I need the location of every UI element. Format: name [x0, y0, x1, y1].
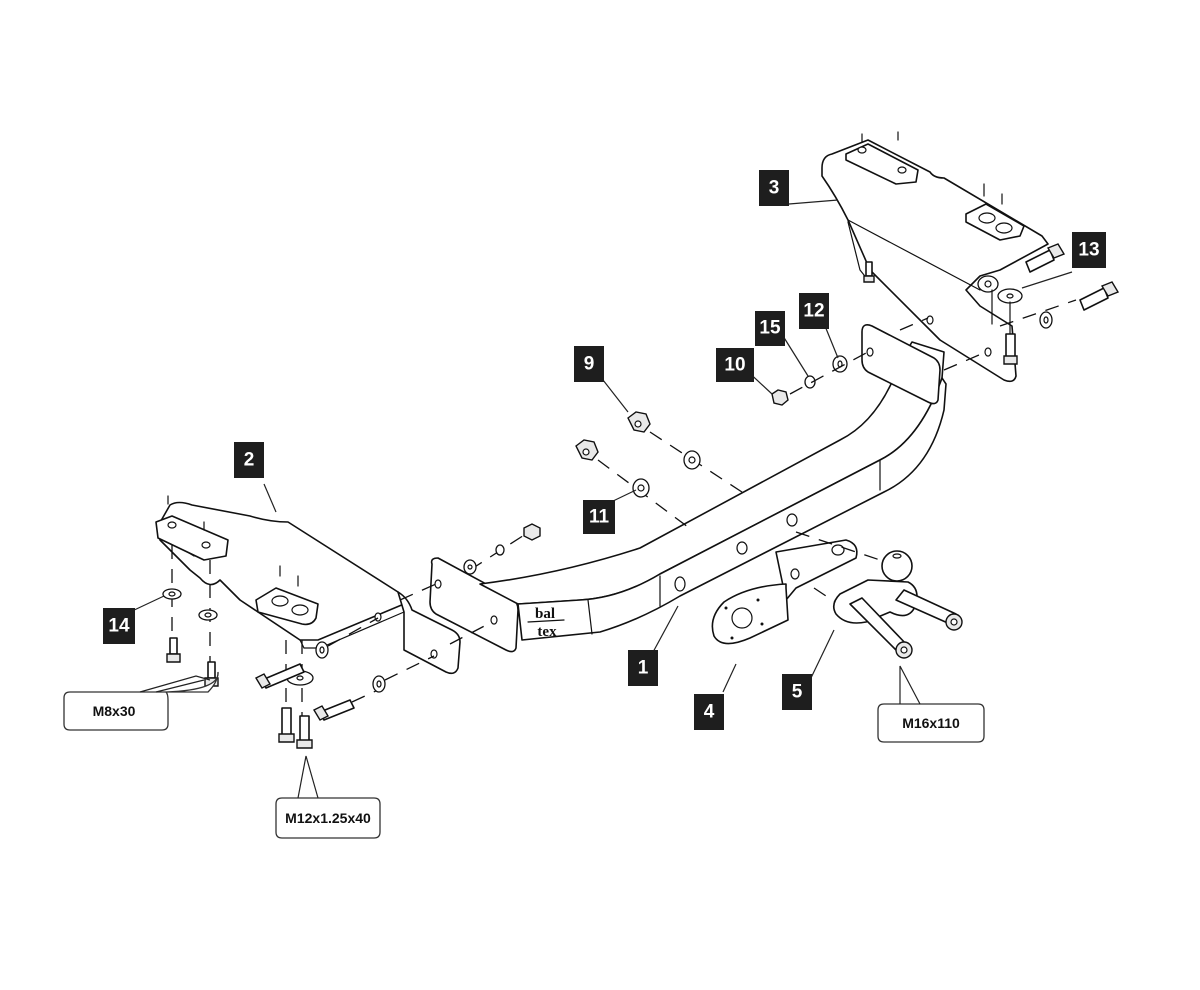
callout-9: 9: [574, 346, 604, 382]
callout-label: 14: [108, 616, 130, 637]
callout-13: 13: [1072, 232, 1106, 268]
callout-12: 12: [799, 293, 829, 329]
callout-15: 15: [755, 311, 785, 346]
main-crossbar: bal tex: [399, 324, 947, 653]
spec-label-m12x1-25x40: M12x1.25x40: [275, 755, 381, 839]
callout-1: 1: [628, 650, 658, 686]
spec-text: M12x1.25x40: [285, 810, 371, 826]
spec-text: M8x30: [93, 703, 136, 719]
brand-logo: bal tex: [527, 606, 565, 640]
left-bracket-fasteners: [162, 545, 435, 749]
callout-label: 11: [589, 507, 610, 528]
callout-label: 13: [1078, 240, 1099, 261]
brand-logo-line2: tex: [537, 624, 557, 640]
tow-ball-neck: [795, 531, 963, 659]
callout-2: 2: [234, 442, 264, 478]
callout-11: 11: [583, 500, 615, 534]
callout-label: 4: [704, 702, 715, 723]
spec-label-m8x30: M8x30: [63, 671, 219, 731]
callout-label: 10: [724, 355, 745, 376]
callout-3: 3: [759, 170, 789, 206]
left-bracket: [155, 495, 461, 675]
callout-4: 4: [694, 694, 724, 730]
spec-text: M16x110: [902, 715, 960, 731]
callout-label: 3: [769, 178, 780, 199]
crossbar-fasteners: [463, 351, 869, 575]
callout-label: 1: [638, 658, 649, 679]
socket-plate: [711, 539, 858, 645]
callout-label: 5: [792, 682, 803, 703]
brand-logo-line1: bal: [535, 606, 555, 622]
callout-label: 12: [803, 301, 824, 322]
callout-5: 5: [782, 674, 812, 710]
right-bracket-fasteners: [899, 243, 1120, 371]
leader-lines: [129, 199, 1073, 693]
spec-label-m16x110: M16x110: [877, 665, 985, 743]
callout-label: 9: [584, 354, 595, 375]
callout-label: 2: [244, 450, 255, 471]
callout-label: 15: [759, 318, 781, 339]
callout-10: 10: [716, 348, 754, 382]
callout-14: 14: [103, 608, 135, 644]
